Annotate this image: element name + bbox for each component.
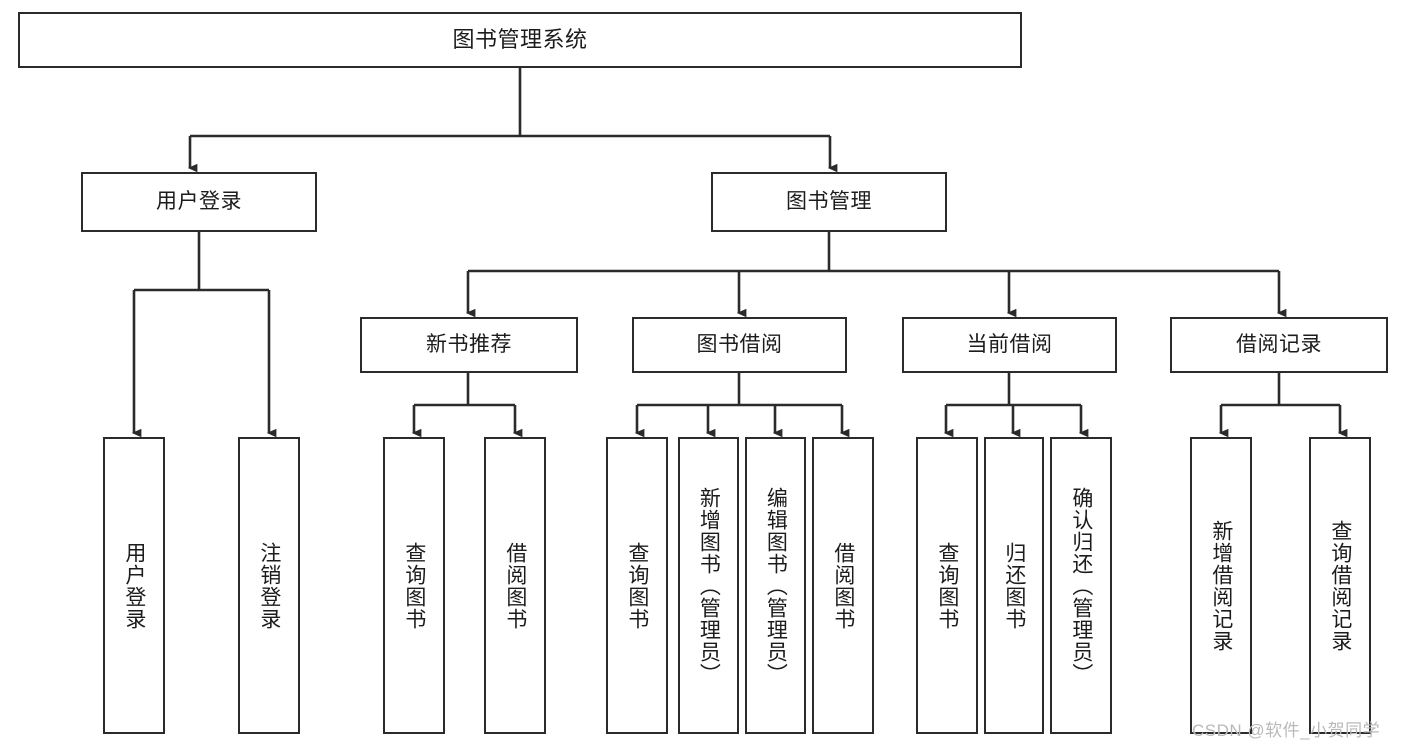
node-book-manage[interactable]: 图书管理 <box>711 172 947 232</box>
node-leaf-add-record-label: 新增借阅记录 <box>1209 519 1233 652</box>
node-leaf-query-book-b-label: 查询图书 <box>625 541 649 630</box>
node-leaf-user-login[interactable]: 用户登录 <box>103 437 165 734</box>
node-current-borrow[interactable]: 当前借阅 <box>902 317 1117 373</box>
node-leaf-query-book-a-label: 查询图书 <box>402 541 426 630</box>
node-book-borrow-label: 图书借阅 <box>696 332 783 356</box>
node-leaf-borrow-book-a-label: 借阅图书 <box>503 541 527 630</box>
node-leaf-borrow-book-b[interactable]: 借阅图书 <box>812 437 874 734</box>
node-leaf-query-record[interactable]: 查询借阅记录 <box>1309 437 1371 734</box>
node-leaf-query-record-label: 查询借阅记录 <box>1328 519 1352 652</box>
node-leaf-query-book-a[interactable]: 查询图书 <box>383 437 445 734</box>
node-leaf-add-book[interactable]: 新增图书（管理员） <box>678 437 739 734</box>
node-borrow-record-label: 借阅记录 <box>1236 332 1322 356</box>
node-leaf-return-book[interactable]: 归还图书 <box>984 437 1044 734</box>
node-leaf-edit-book-label: 编辑图书（管理员） <box>764 486 788 685</box>
node-new-book-rec-label: 新书推荐 <box>426 332 512 356</box>
node-leaf-query-book-c-label: 查询图书 <box>935 541 959 630</box>
node-leaf-user-login-label: 用户登录 <box>122 541 146 630</box>
node-book-borrow[interactable]: 图书借阅 <box>632 317 847 373</box>
node-user-login[interactable]: 用户登录 <box>81 172 317 232</box>
node-leaf-logout[interactable]: 注销登录 <box>238 437 300 734</box>
node-leaf-add-book-label: 新增图书（管理员） <box>697 486 721 685</box>
node-root[interactable]: 图书管理系统 <box>18 12 1022 68</box>
node-current-borrow-label: 当前借阅 <box>966 332 1053 356</box>
node-leaf-borrow-book-a[interactable]: 借阅图书 <box>484 437 546 734</box>
node-leaf-confirm-return-label: 确认归还（管理员） <box>1069 486 1093 685</box>
node-user-login-label: 用户登录 <box>156 189 242 213</box>
node-borrow-record[interactable]: 借阅记录 <box>1170 317 1388 373</box>
node-leaf-query-book-b[interactable]: 查询图书 <box>606 437 668 734</box>
node-root-label: 图书管理系统 <box>452 27 588 53</box>
node-book-manage-label: 图书管理 <box>786 189 872 213</box>
node-leaf-edit-book[interactable]: 编辑图书（管理员） <box>745 437 806 734</box>
node-leaf-query-book-c[interactable]: 查询图书 <box>916 437 978 734</box>
node-leaf-confirm-return[interactable]: 确认归还（管理员） <box>1050 437 1112 734</box>
csdn-watermark: CSDN @软件_小贺同学 <box>1192 721 1381 740</box>
node-leaf-borrow-book-b-label: 借阅图书 <box>831 541 855 630</box>
node-leaf-add-record[interactable]: 新增借阅记录 <box>1190 437 1252 734</box>
node-leaf-logout-label: 注销登录 <box>257 541 281 630</box>
node-leaf-return-book-label: 归还图书 <box>1002 541 1026 630</box>
node-new-book-rec[interactable]: 新书推荐 <box>360 317 578 373</box>
